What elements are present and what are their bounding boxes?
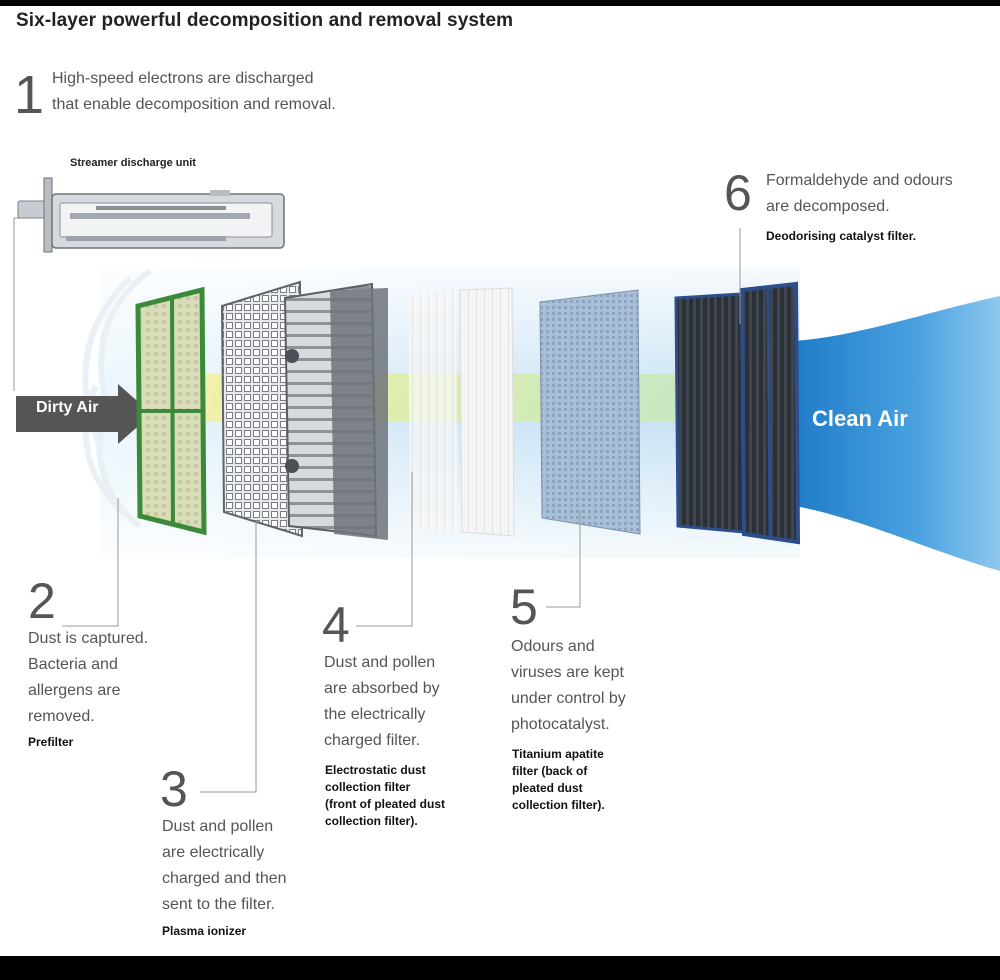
step-5-number: 5 [510,579,538,635]
step-3-component-line: Plasma ionizer [162,924,247,938]
leader-line-4 [356,472,413,627]
leader-line-2 [62,498,119,627]
step-2-line: allergens are [28,682,121,699]
streamer-discharge-unit [17,177,285,253]
step-5-line: viruses are kept [511,664,624,681]
streamer-unit-label: Streamer discharge unit [70,157,196,169]
step-4-line: charged filter. [324,732,421,749]
electrostatic-filter [408,287,515,537]
step-4-component-line: collection filter [325,780,411,794]
diagram-canvas: Six-layer powerful decomposition and rem… [0,6,1000,956]
step-6-line: Formaldehyde and odours [766,172,953,189]
step-2-line: Dust is captured. [28,630,149,647]
step-5-component-line: pleated dust [512,781,583,795]
step-3-line: sent to the filter. [162,896,275,913]
clean-air-label: Clean Air [812,406,908,431]
bottom-bar [0,956,1000,980]
leader-lines [62,228,741,793]
airflow-illustration [13,177,1000,793]
step-3-description: Dust and pollen are electrically charged… [162,814,287,918]
step-3-number: 3 [160,761,188,817]
step-1-line: High-speed electrons are discharged [52,70,314,87]
step-6-line: are decomposed. [766,198,890,215]
step-5-component-line: filter (back of [512,764,588,778]
clean-air-flow [795,296,1000,571]
step-4-component-line: (front of pleated dust [325,797,445,811]
step-1-line: that enable decomposition and removal. [52,96,336,113]
step-6-description: Formaldehyde and odours are decomposed. [766,168,953,220]
deodorising-catalyst-filter [674,281,801,545]
step-5-component-line: Titanium apatite [512,747,604,761]
leader-line-1 [13,217,44,391]
step-2-line: Bacteria and [28,656,118,673]
step-3-line: charged and then [162,870,287,887]
step-5-line: Odours and [511,638,595,655]
step-4-line: are absorbed by [324,680,440,697]
step-4-component-line: Electrostatic dust [325,763,426,777]
step-4-component-line: collection filter). [325,814,418,828]
step-4-number: 4 [322,597,350,653]
titanium-apatite-filter [539,289,641,535]
step-5-description: Odours and viruses are kept under contro… [511,634,626,738]
step-5-component-line: collection filter). [512,798,605,812]
step-4-description: Dust and pollen are absorbed by the elec… [324,650,440,754]
step-2-description: Dust is captured. Bacteria and allergens… [28,626,148,730]
step-2-number: 2 [28,573,56,629]
step-4-component: Electrostatic dust collection filter (fr… [325,762,445,830]
dirty-air-arrow [16,384,152,444]
step-1-number: 1 [14,65,45,125]
step-3-line: Dust and pollen [162,818,274,835]
step-3-component: Plasma ionizer [162,923,246,940]
step-5-line: under control by [511,690,626,707]
step-5-line: photocatalyst. [511,716,610,733]
step-6-component-line: Deodorising catalyst filter. [766,229,917,243]
dirty-air-label: Dirty Air [36,399,99,416]
step-4-line: the electrically [324,706,426,723]
step-6-number: 6 [724,165,752,221]
step-2-component-line: Prefilter [28,735,74,749]
step-5-component: Titanium apatite filter (back of pleated… [512,746,605,814]
leader-line-3 [200,521,257,793]
diagram-title: Six-layer powerful decomposition and rem… [16,10,514,31]
step-3-line: are electrically [162,844,265,861]
leader-line-5 [546,511,581,608]
prefilter [135,286,207,536]
step-2-line: removed. [28,708,95,725]
step-1-description: High-speed electrons are discharged that… [52,66,336,118]
plasma-ionizer [220,280,304,538]
step-6-component: Deodorising catalyst filter. [766,228,916,245]
ionizer-frame [283,282,388,540]
step-4-line: Dust and pollen [324,654,436,671]
step-2-component: Prefilter [28,734,73,751]
